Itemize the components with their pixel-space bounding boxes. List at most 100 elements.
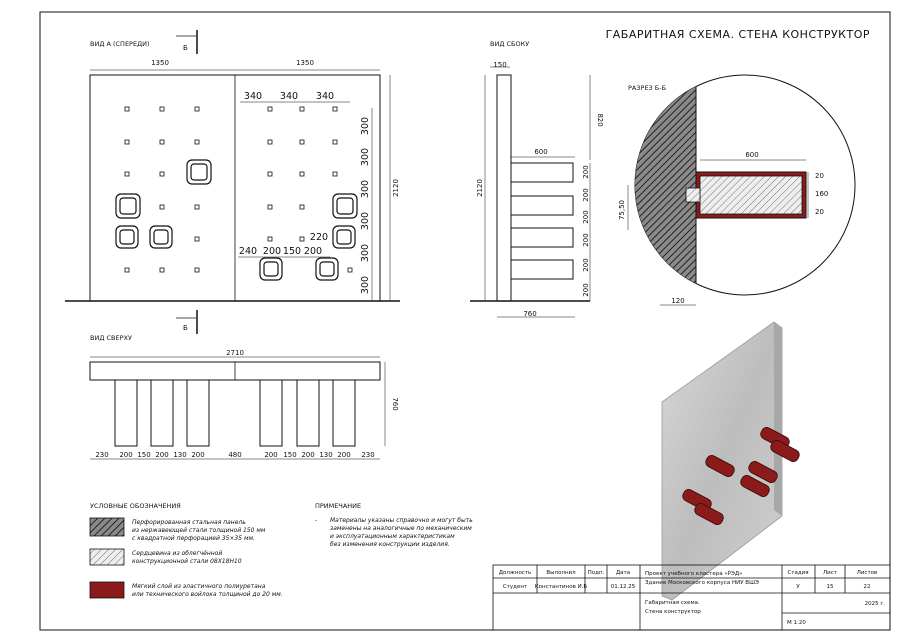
front-dim-h1: 340 (244, 91, 262, 102)
title-block-text: Должность Выполнил Подп. Дата Студент Ко… (499, 570, 886, 626)
top-dim-total: 2710 (226, 349, 244, 357)
side-dim-thickness: 150 (493, 61, 506, 69)
side-step-3: 200 (582, 210, 590, 223)
top-dim-b11: 130 (319, 451, 332, 459)
sheet-frame (39, 11, 891, 631)
legend-item1-line1: Перфорированная стальная панель (132, 519, 246, 526)
top-dim-b3: 150 (137, 451, 150, 459)
note-line1: Материалы указаны справочно и могут быть (330, 517, 473, 524)
top-dim-b2: 200 (119, 451, 132, 459)
legend-item1-line2: из нержавеющей стали толщиной 150 мм (132, 527, 266, 534)
front-dim-h3: 340 (316, 91, 334, 102)
side-dim-height: 2120 (476, 179, 484, 197)
stamp-sheet: 15 (827, 584, 834, 590)
front-dim-right-width: 1350 (296, 59, 314, 67)
legend-item3-line2: или технического войлока толщиной до 20 … (132, 591, 283, 598)
side-step-5: 200 (582, 258, 590, 271)
note-line2: заменены на аналогичные по механическим (330, 525, 472, 532)
section-dim-20a: 20 (815, 172, 824, 180)
front-dim-h2: 340 (280, 91, 298, 102)
legend-item3-line1: Мягкий слой из эластичного полиуретана (132, 583, 266, 590)
section-dim-bottom: 120 (671, 297, 684, 305)
top-dim-b8: 200 (264, 451, 277, 459)
stamp-header-role: Должность (499, 570, 532, 576)
render-holds (682, 427, 800, 525)
top-holds (114, 379, 356, 447)
stamp-header-sign: Подп. (588, 570, 605, 576)
top-dim-b6: 200 (191, 451, 204, 459)
top-dim-b1: 230 (95, 451, 108, 459)
front-dim-v3: 300 (360, 180, 371, 198)
stamp-header-date: Дата (616, 570, 630, 576)
top-dim-b9: 150 (283, 451, 296, 459)
cut-mark-top: Б (183, 44, 188, 52)
side-step-2: 200 (582, 188, 590, 201)
legend-header: УСЛОВНЫЕ ОБОЗНАЧЕНИЯ (90, 502, 181, 510)
legend-swatch-core (89, 548, 125, 566)
section-dim-20b: 20 (815, 208, 824, 216)
top-dim-b4: 200 (155, 451, 168, 459)
note-header: ПРИМЕЧАНИЕ (315, 502, 361, 510)
side-dim-top: 820 (596, 113, 604, 126)
note-line3: и эксплуатационным характеристикам (330, 533, 455, 540)
top-dim-b5: 130 (173, 451, 186, 459)
stamp-desc-line1: Габаритная схема. (645, 600, 700, 606)
legend-swatch-soft (89, 581, 125, 599)
side-panel (496, 74, 512, 302)
section-dim-side: 75,50 (618, 200, 626, 220)
side-step-4: 200 (582, 233, 590, 246)
top-dim-b13: 230 (361, 451, 374, 459)
front-dim-height: 2120 (392, 179, 400, 197)
front-holds (115, 159, 358, 281)
front-dim-200b: 200 (304, 246, 322, 257)
front-dim-v2: 300 (360, 148, 371, 166)
top-dim-b10: 200 (301, 451, 314, 459)
stamp-project-line1: Проект учебного кластера «РЭД» (645, 571, 743, 577)
stamp-stage: У (796, 584, 800, 590)
stamp-project-line2: Здание Московского корпуса НИУ ВШЭ (645, 580, 759, 586)
side-view: ВИД СБОКУ 150 2120 820 600 200 200 200 2… (470, 40, 604, 318)
stamp-date: 01.12.25 (611, 584, 636, 590)
top-dim-depth: 760 (391, 397, 399, 410)
stamp-header-sheet: Лист (823, 570, 838, 576)
side-holds (510, 162, 574, 280)
side-dim-overall: 760 (523, 310, 536, 318)
front-dim-v1: 300 (360, 117, 371, 135)
top-view-label: ВИД СВЕРХУ (90, 334, 132, 342)
stamp-header-done: Выполнил (546, 570, 576, 576)
stamp-sheets: 22 (864, 584, 871, 590)
section-core (699, 175, 803, 215)
legend: УСЛОВНЫЕ ОБОЗНАЧЕНИЯ Перфорированная ста… (89, 502, 283, 599)
front-dim-left-width: 1350 (151, 59, 169, 67)
legend-item1-line3: с квадратной перфорацией 35×35 мм. (132, 535, 255, 542)
front-dim-240: 240 (239, 246, 257, 257)
legend-item2-line2: конструкционной стали 08Х18Н10 (132, 558, 242, 565)
note-dash: - (315, 517, 317, 524)
side-step-1: 200 (582, 165, 590, 178)
section-label: РАЗРЕЗ Б-Б (628, 84, 666, 92)
stamp-header-stage: Стадия (787, 570, 808, 576)
note-line4: без изменения конструкции изделия. (330, 541, 450, 548)
front-view-label: ВИД А (СПЕРЕДИ) (90, 40, 150, 48)
stamp-header-sheets: Листов (857, 570, 878, 576)
top-dim-b7: 480 (228, 451, 241, 459)
note: ПРИМЕЧАНИЕ - Материалы указаны справочно… (315, 502, 473, 548)
stamp-desc-line2: Стена конструктор (645, 609, 701, 615)
sheet-title: ГАБАРИТНАЯ СХЕМА. СТЕНА КОНСТРУКТОР (606, 28, 870, 41)
stamp-scale: М 1:20 (787, 620, 806, 626)
front-dim-v6: 300 (360, 276, 371, 294)
stamp-year: 2025 г. (865, 601, 886, 607)
side-view-label: ВИД СБОКУ (490, 40, 529, 48)
front-dim-v4: 300 (360, 212, 371, 230)
section-dim-160: 160 (815, 190, 828, 198)
front-dim-220: 220 (310, 232, 328, 243)
legend-swatch-panel (89, 517, 125, 537)
front-dim-v5: 300 (360, 244, 371, 262)
section-view: РАЗРЕЗ Б-Б 600 20 160 20 75,50 120 (618, 74, 856, 306)
section-dim-depth: 600 (745, 151, 758, 159)
legend-item2-line1: Сердцевина из облегчённой (132, 550, 222, 557)
side-dim-depth: 600 (534, 148, 547, 156)
stamp-role: Студент (503, 584, 528, 590)
side-step-6: 200 (582, 283, 590, 296)
